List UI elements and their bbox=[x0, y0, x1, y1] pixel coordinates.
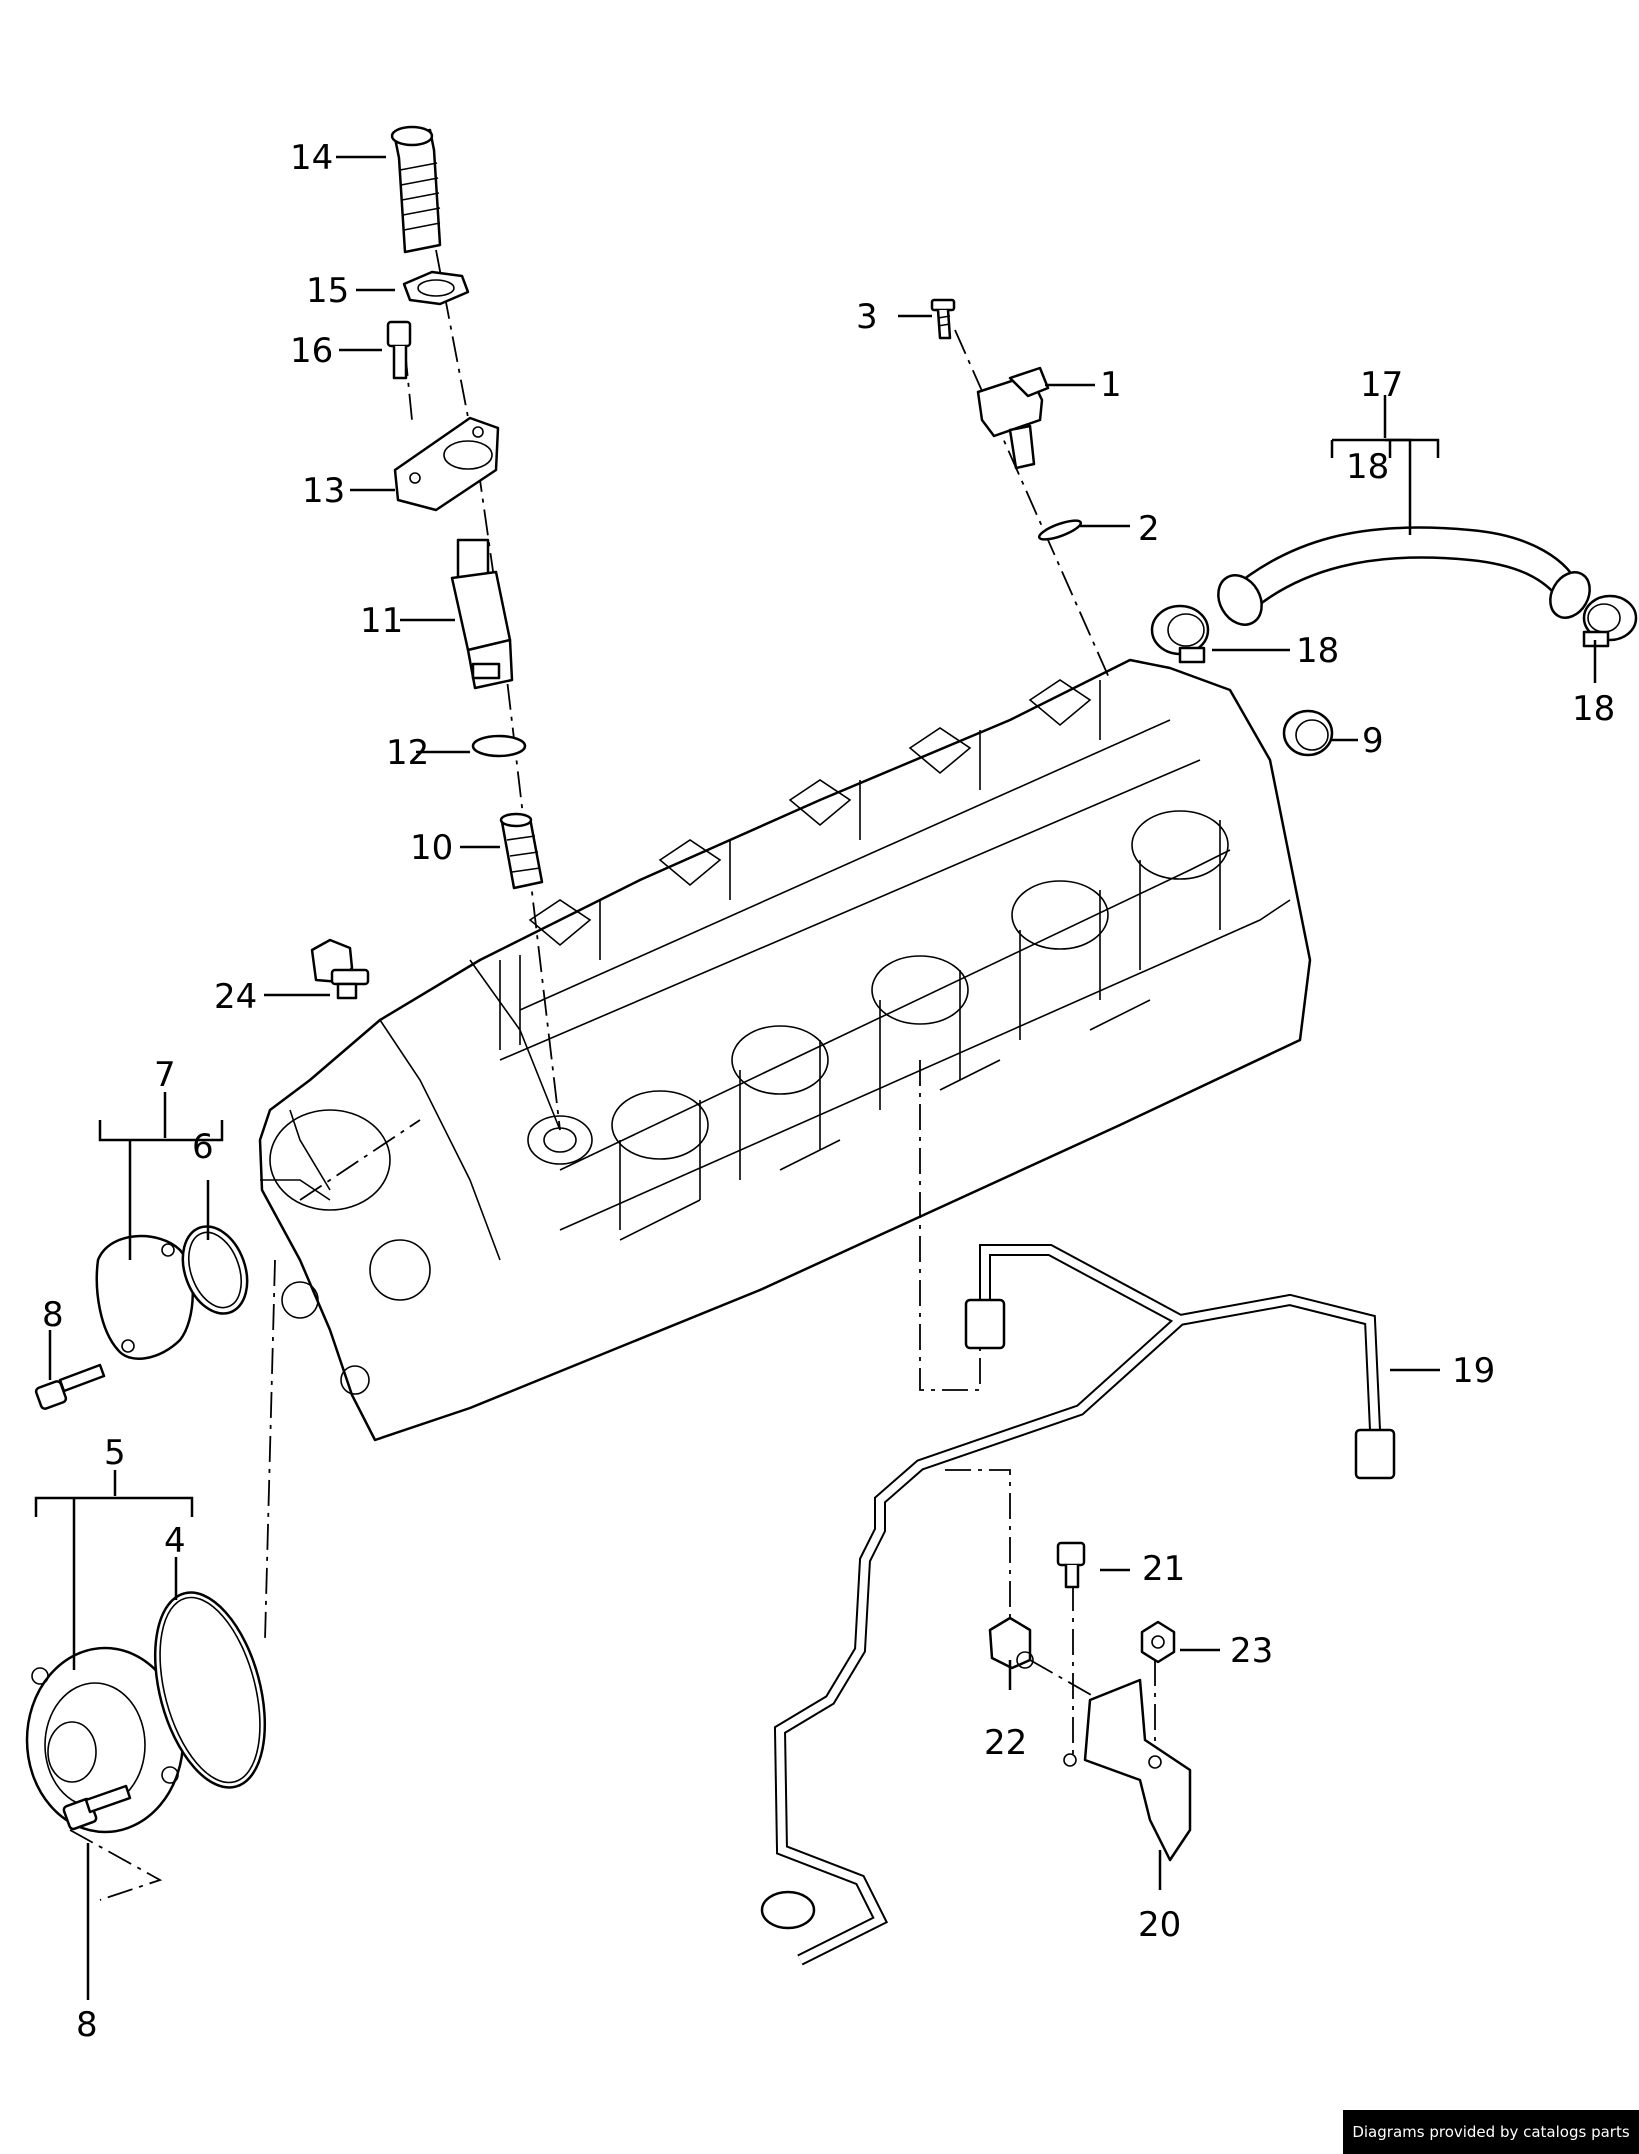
callout-11: 11 bbox=[360, 601, 403, 641]
cylinder-head bbox=[258, 658, 1312, 1442]
bolt-8a bbox=[34, 1363, 106, 1410]
callout-3: 3 bbox=[856, 297, 878, 337]
callout-6: 6 bbox=[192, 1127, 214, 1167]
callout-8b: 8 bbox=[76, 2005, 98, 2045]
washer-15 bbox=[402, 270, 470, 306]
clamp-18b bbox=[1582, 594, 1638, 648]
callout-21: 21 bbox=[1142, 1549, 1185, 1589]
callout-17: 17 bbox=[1360, 365, 1403, 405]
bolt-21 bbox=[1056, 1541, 1086, 1589]
flange-13 bbox=[393, 416, 500, 512]
bracket-20 bbox=[1063, 1678, 1192, 1862]
callout-10: 10 bbox=[410, 828, 453, 868]
callout-23: 23 bbox=[1230, 1631, 1273, 1671]
ring-9 bbox=[1282, 709, 1334, 757]
callout-19: 19 bbox=[1452, 1351, 1495, 1391]
callout-2: 2 bbox=[1138, 509, 1160, 549]
credit-badge: Diagrams provided by catalogs parts bbox=[1343, 2110, 1639, 2154]
callout-24: 24 bbox=[214, 977, 257, 1017]
seal-2 bbox=[1037, 519, 1083, 541]
clip-22 bbox=[988, 1616, 1034, 1670]
callout-13: 13 bbox=[302, 471, 345, 511]
o-ring-12 bbox=[471, 734, 527, 758]
callout-labels: 1 2 3 4 5 6 7 8 8 9 10 11 12 13 14 15 16… bbox=[42, 138, 1615, 2045]
callout-18a: 18 bbox=[1296, 631, 1339, 671]
bolt-16 bbox=[386, 320, 412, 380]
callout-7: 7 bbox=[154, 1055, 176, 1095]
filter-sleeve-10 bbox=[499, 812, 544, 890]
leader-lines bbox=[34, 155, 1597, 2000]
cover-7 bbox=[95, 1234, 194, 1360]
callout-16: 16 bbox=[290, 331, 333, 371]
sensor-1 bbox=[976, 366, 1050, 470]
callout-8a: 8 bbox=[42, 1295, 64, 1335]
callout-22: 22 bbox=[984, 1723, 1027, 1763]
o-ring-4 bbox=[153, 1591, 267, 1789]
nut-23 bbox=[1140, 1620, 1176, 1664]
solenoid-valve-11 bbox=[450, 538, 514, 690]
callout-4: 4 bbox=[164, 1521, 186, 1561]
cap-14 bbox=[390, 125, 442, 254]
connector-24 bbox=[310, 938, 370, 1000]
o-ring-6 bbox=[181, 1225, 249, 1315]
callout-1: 1 bbox=[1100, 365, 1122, 405]
screw-3 bbox=[930, 298, 956, 340]
callout-18b: 18 bbox=[1572, 689, 1615, 729]
callout-14: 14 bbox=[290, 138, 333, 178]
callout-12: 12 bbox=[386, 733, 429, 773]
bolt-8b bbox=[62, 1784, 132, 1831]
callout-18-header: 18 bbox=[1346, 447, 1389, 487]
callout-9: 9 bbox=[1362, 721, 1384, 761]
clamp-18a bbox=[1150, 604, 1210, 664]
hose-17 bbox=[1217, 526, 1591, 626]
pipe-19 bbox=[760, 1244, 1396, 1966]
callout-5: 5 bbox=[104, 1433, 126, 1473]
callout-15: 15 bbox=[306, 271, 349, 311]
callout-20: 20 bbox=[1138, 1905, 1181, 1945]
